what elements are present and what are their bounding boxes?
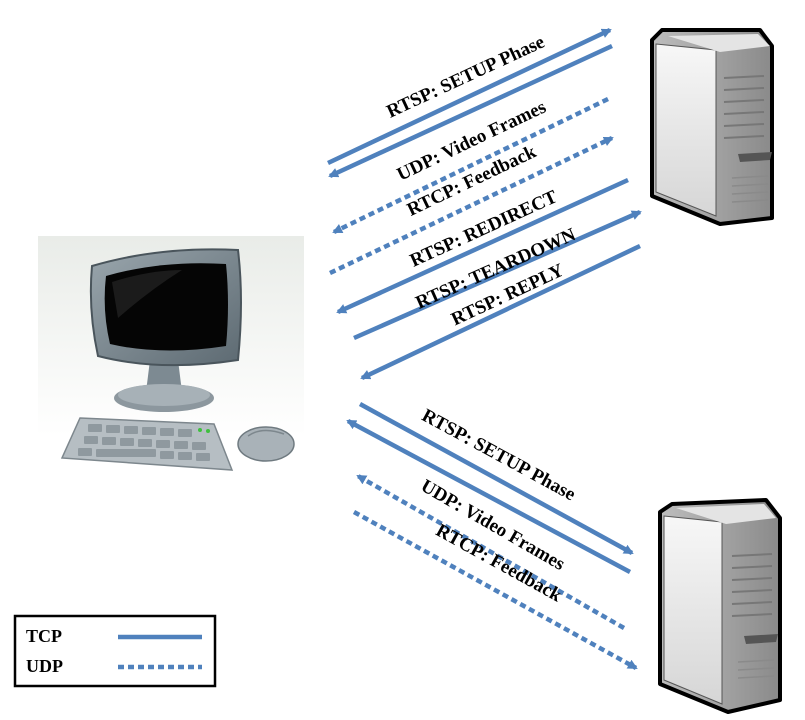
- legend-box: [13, 614, 217, 688]
- legend-tcp-label: TCP: [26, 626, 62, 646]
- tcp-arrow-to-client: [328, 43, 613, 179]
- client-computer: [38, 236, 304, 471]
- udp-arrow-feedback: [329, 135, 614, 276]
- bottom-server-flows: RTSP: SETUP Phase UDP: Video Frames RTCP…: [346, 402, 638, 670]
- tcp-arrow-to-server: [327, 27, 612, 166]
- udp-arrow-bottom-video-frames: [356, 474, 626, 630]
- bottom-server: [658, 498, 782, 714]
- udp-arrow-bottom-feedback: [352, 510, 638, 670]
- server-tower-icon: [658, 498, 782, 714]
- tcp-arrow-teardown: [353, 209, 642, 341]
- tcp-arrow-from-bottom-server: [346, 419, 632, 574]
- udp-arrow-video-frames: [332, 96, 609, 235]
- legend: TCP UDP: [13, 614, 217, 688]
- tcp-arrow-to-bottom-server: [358, 402, 634, 555]
- tcp-arrow-redirect: [336, 177, 629, 315]
- server-tower-icon: [650, 28, 774, 226]
- top-server: [650, 28, 774, 226]
- desktop-computer-icon: [60, 248, 295, 471]
- legend-udp-label: UDP: [26, 656, 63, 676]
- top-server-flows: RTSP: SETUP Phase UDP: Video Frames RTCP…: [327, 27, 642, 381]
- tcp-arrow-reply: [360, 243, 641, 381]
